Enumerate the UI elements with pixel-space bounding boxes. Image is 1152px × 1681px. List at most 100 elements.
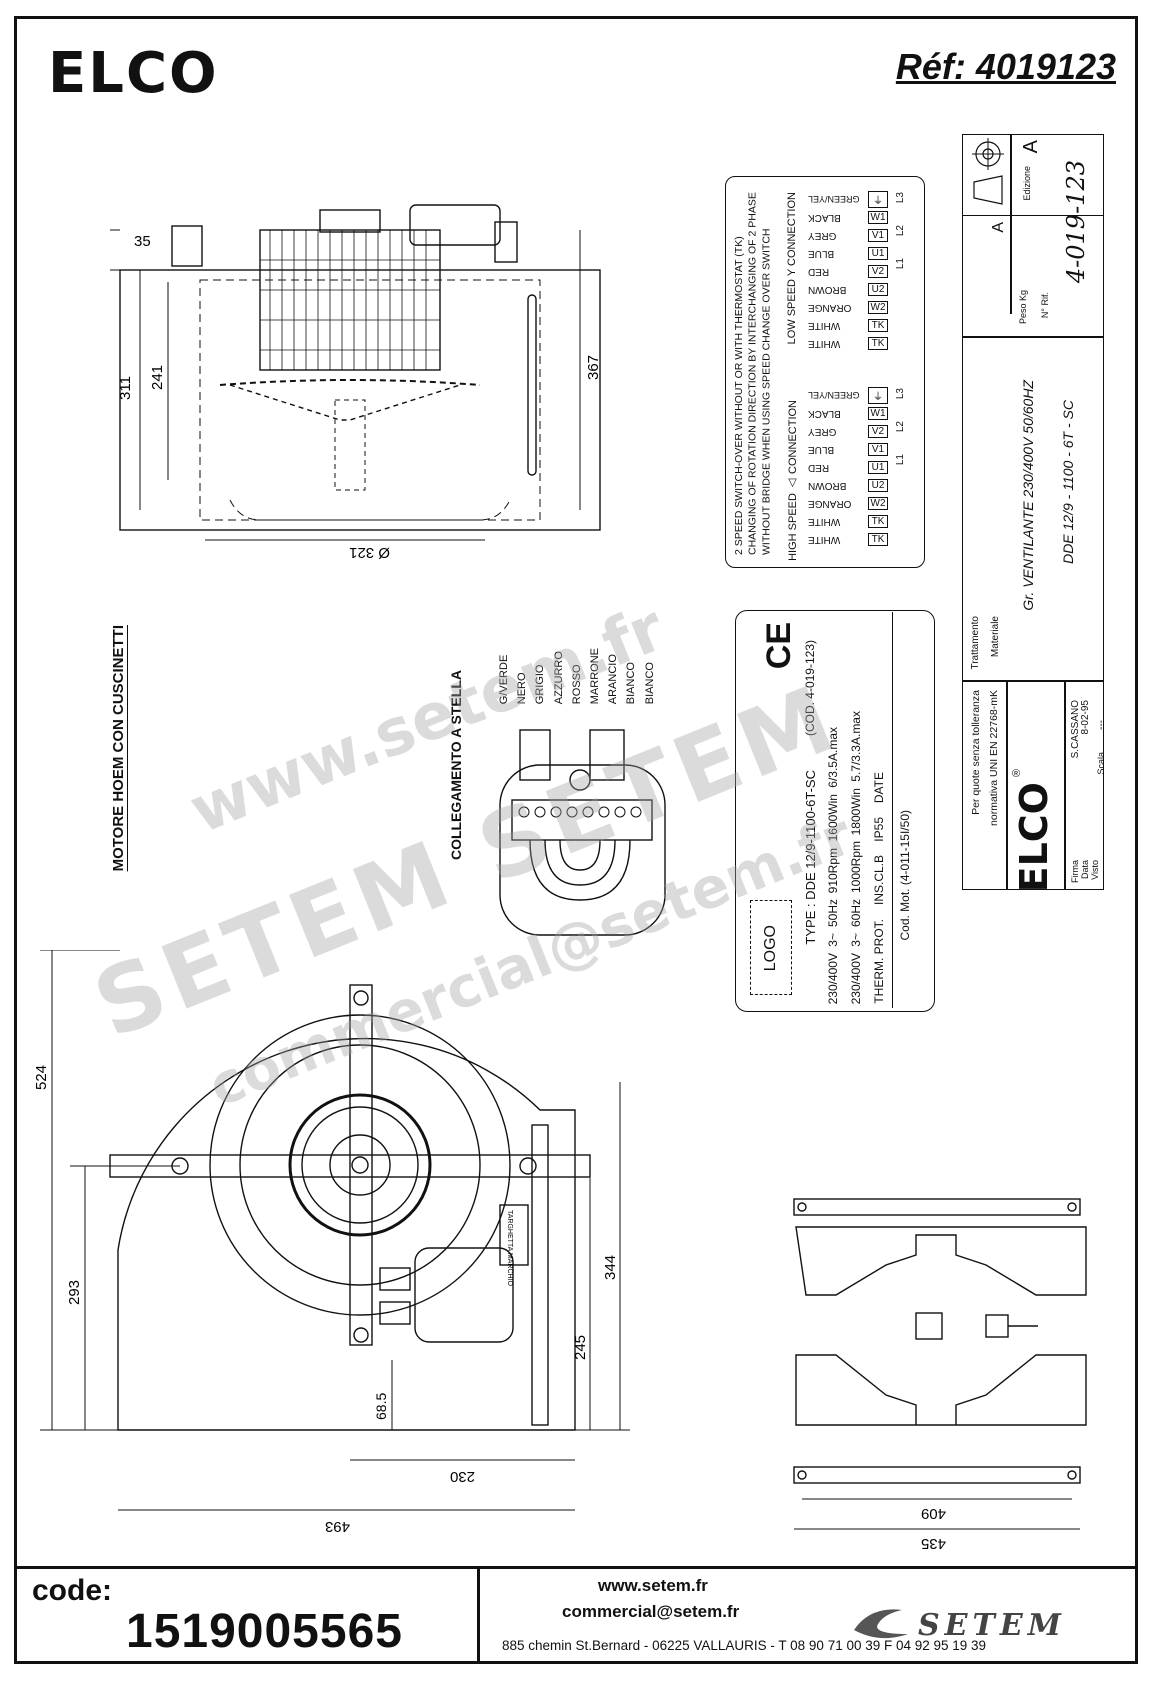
nameplate-logo-box [750, 900, 792, 995]
terminal-cell: V1 [868, 442, 888, 456]
wire-color-en: WHITE [808, 533, 841, 545]
low-speed-lines: L3 L2 L1 [895, 192, 906, 269]
nameplate-cod-mot: Cod. Mot. (4-011-15I/50) [898, 810, 912, 941]
wire-color-en: BROWN [808, 479, 847, 491]
nrif-label: N° Rif. [1040, 292, 1050, 319]
dim-493: 493 [325, 1518, 350, 1535]
top-view-drawing: 35 311 241 367 Ø 321 [110, 204, 602, 561]
footer-website-link[interactable]: www.setem.fr [598, 1576, 708, 1595]
wire-color-item: BIANCO [625, 662, 638, 705]
nameplate-value: 1800Win [849, 787, 863, 835]
terminal-cell: ⏚ [868, 190, 888, 208]
line-label: L3 [895, 388, 906, 400]
scala-value: --- [1096, 720, 1107, 730]
wire-color-en: ORANGE [808, 301, 852, 313]
nameplate-value: 50Hz [826, 898, 840, 927]
wire-color-item: GRIGIO [534, 664, 547, 705]
edition-label: Edizione [1022, 166, 1032, 201]
wire-color-en: GREEN/YEL [808, 194, 860, 204]
wire-color-item: NERO [516, 672, 529, 705]
wire-color-item: BIANCO [643, 662, 656, 705]
dim-68-5: 68.5 [373, 1393, 389, 1420]
wire-color-en: ORANGE [808, 497, 852, 509]
revision-a: A [990, 222, 1007, 233]
drawing-number: 4-019-123 [1062, 160, 1090, 284]
terminal-cell: TK [868, 336, 888, 350]
line-label: L1 [895, 454, 906, 466]
bracket-drawing: 409 435 [793, 1198, 1087, 1552]
dim-367: 367 [585, 355, 602, 380]
dim-diameter-321: Ø 321 [349, 544, 390, 561]
drawing-frame [14, 16, 1138, 1664]
tolerance-line-2: normativa UNI EN 22768-mK [988, 690, 1000, 826]
brand-plate-text: TARGHETTA MARCHIO [506, 1210, 513, 1287]
star-connection-title: COLLEGAMENTO A STELLA [448, 670, 464, 861]
terminal-cell: U1 [868, 460, 888, 474]
wire-color-item: MARRONE [588, 648, 601, 705]
terminal-cell: W2 [868, 496, 888, 510]
wire-color-en: RED [808, 265, 830, 277]
description: Gr. VENTILANTE 230/400V 50/60HZ [1020, 380, 1036, 611]
line-label: L1 [895, 258, 906, 270]
dim-435: 435 [921, 1535, 946, 1552]
wire-color-en: GREY [808, 229, 837, 241]
nameplate-value: IP55 [872, 816, 886, 842]
motor-title: MOTORE HOEM CON CUSCINETTI [110, 625, 127, 872]
nameplate-value: 1600Win [826, 794, 840, 842]
dim-293: 293 [66, 1280, 83, 1305]
wire-color-en: RED [808, 461, 830, 473]
nameplate-box [735, 610, 935, 1012]
wire-color-en: BROWN [808, 283, 847, 295]
nameplate-value: 5.7/3.3A.max [849, 710, 863, 782]
data-label: Data [1080, 860, 1090, 880]
nameplate-row3: THERM. PROT. INS.CL.B IP55 DATE [872, 740, 886, 1005]
nameplate-row2: 230/400V 3~ 60Hz 1000Rpm 1800Win 5.7/3.3… [849, 622, 863, 1004]
wire-color-en: BLACK [808, 211, 841, 223]
title-block-divider [1010, 134, 1012, 314]
dim-35: 35 [134, 233, 151, 250]
wire-color-en: BLACK [808, 407, 841, 419]
terminal-cell: TK [868, 514, 888, 528]
model-name: DDE 12/9 - 1100 - 6T - SC [1060, 400, 1076, 564]
title-block-divider [1006, 680, 1008, 890]
wire-color-en: BLUE [808, 443, 835, 455]
dim-409: 409 [921, 1505, 946, 1522]
nameplate-cod: (COD. 4-019-123) [803, 640, 817, 737]
footer-email-link[interactable]: commercial@setem.fr [562, 1602, 740, 1621]
wiring-label-box [725, 176, 925, 568]
edition-value: A [1020, 140, 1042, 154]
projection-symbol-icon [972, 138, 1004, 205]
terminal-cell: U2 [868, 478, 888, 492]
tolerance-line-1: Per quote senza tolleranza [970, 690, 982, 815]
registered-mark: ® [1012, 768, 1021, 780]
wiring-note-line: 2 SPEED SWITCH-OVER WITHOUT OR WITH THER… [733, 236, 745, 555]
scala-label: Scala [1096, 752, 1106, 775]
nameplate-value: 230/400V [849, 952, 863, 1004]
terminal-cell: U1 [868, 246, 888, 260]
visto-label: Visto [1090, 860, 1100, 880]
nameplate-value: 60Hz [849, 898, 863, 927]
wire-color-en: WHITE [808, 515, 841, 527]
front-view-drawing: TARGHETTA MARCHIO 524 293 68.5 245 344 2… [33, 950, 630, 1535]
nameplate-divider [892, 612, 893, 1008]
terminal-box-drawing [499, 729, 666, 936]
peso-label: Peso Kg [1018, 290, 1028, 325]
terminal-cell: W1 [868, 210, 888, 224]
line-label: L2 [895, 225, 906, 237]
terminal-cell: TK [868, 318, 888, 332]
wire-color-en: WHITE [808, 319, 841, 331]
dim-344: 344 [602, 1255, 619, 1280]
wire-color-item: ROSSO [570, 664, 583, 705]
wire-colors-it-list: G/VERDE NERO GRIGIO AZZURRO ROSSO MARRON… [498, 648, 657, 704]
nameplate-value: 3~ [849, 932, 863, 947]
dim-241: 241 [149, 365, 166, 390]
wiring-note-line: WITHOUT BRIDGE WHEN USING SPEED CHANGE O… [760, 228, 773, 556]
terminal-cell: TK [868, 532, 888, 546]
setem-swoosh-icon [854, 1609, 908, 1639]
wire-color-item: AZZURRO [552, 651, 565, 705]
nameplate-value: THERM. PROT. [872, 919, 886, 1004]
terminal-cell: W2 [868, 300, 888, 314]
setem-logo: SETEM [918, 1608, 1066, 1643]
nameplate-type: TYPE : DDE 12/9-1100-6T-SC [803, 770, 818, 945]
wiring-note: 2 SPEED SWITCH-OVER WITHOUT OR WITH THER… [733, 185, 774, 555]
